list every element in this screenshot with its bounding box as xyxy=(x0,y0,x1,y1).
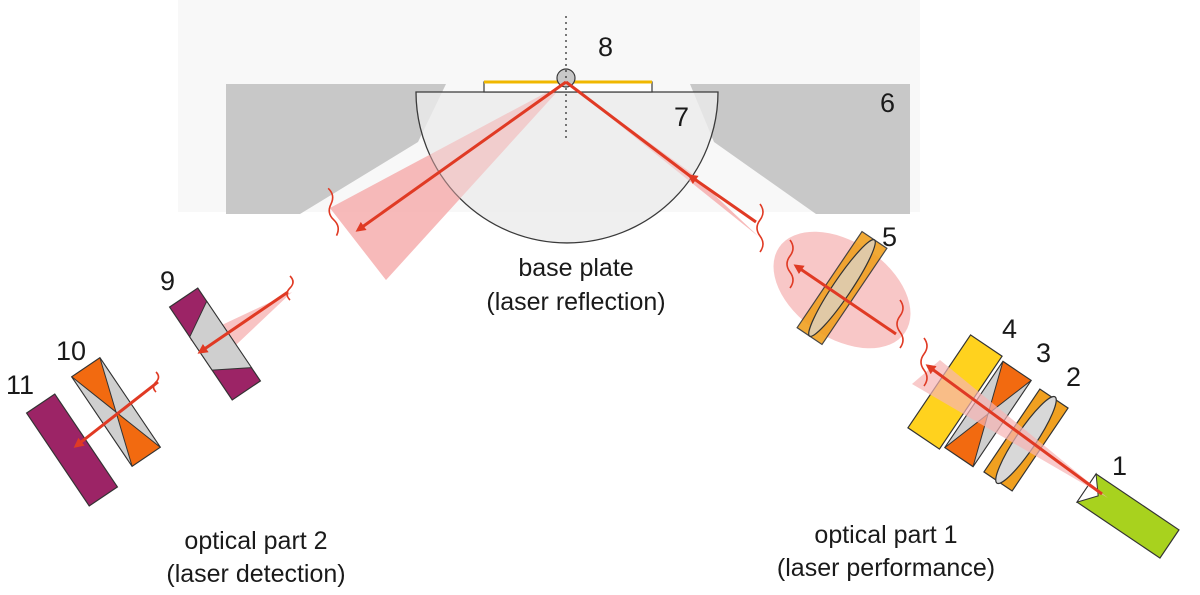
incident-beam-overlay xyxy=(566,82,758,236)
ray-through-5 xyxy=(793,264,897,336)
label-9: 9 xyxy=(160,266,175,296)
mirror-9 xyxy=(168,287,262,401)
label-5: 5 xyxy=(882,222,897,252)
label-11: 11 xyxy=(6,370,34,400)
caption-laser-detection: (laser detection) xyxy=(166,560,345,588)
detector-11 xyxy=(25,393,119,507)
caption-laser-performance: (laser performance) xyxy=(777,554,995,582)
base-plate xyxy=(226,84,910,214)
ray-into-prism xyxy=(687,174,757,224)
caption-laser-reflection: (laser reflection) xyxy=(486,288,665,316)
label-6: 6 xyxy=(880,88,895,118)
reflected-beam-overlay xyxy=(330,82,566,280)
label-2: 2 xyxy=(1066,362,1081,392)
ray-to-detector xyxy=(73,380,159,448)
label-10: 10 xyxy=(56,336,86,366)
label-3: 3 xyxy=(1036,338,1051,368)
caption-optical-part-2: optical part 2 xyxy=(184,527,327,555)
hemispherical-prism xyxy=(415,91,719,244)
caption-optical-part-1: optical part 1 xyxy=(814,521,957,549)
ray-to-mirror-9 xyxy=(197,290,289,354)
laser-rays xyxy=(73,80,1103,496)
base-plate-left xyxy=(226,84,446,214)
beam-break-marks xyxy=(152,187,928,393)
ray-source-to-5 xyxy=(925,364,1103,496)
ray-reflected xyxy=(355,80,567,232)
base-plate-right xyxy=(690,84,910,214)
label-7: 7 xyxy=(674,102,689,132)
focusing-lens-5 xyxy=(796,230,888,346)
caption-base-plate: base plate xyxy=(518,254,633,282)
laser-source xyxy=(1075,472,1180,559)
label-4: 4 xyxy=(1002,314,1017,344)
ray-incident-to-sample xyxy=(565,80,691,178)
label-8: 8 xyxy=(598,32,613,62)
label-1: 1 xyxy=(1112,451,1127,481)
